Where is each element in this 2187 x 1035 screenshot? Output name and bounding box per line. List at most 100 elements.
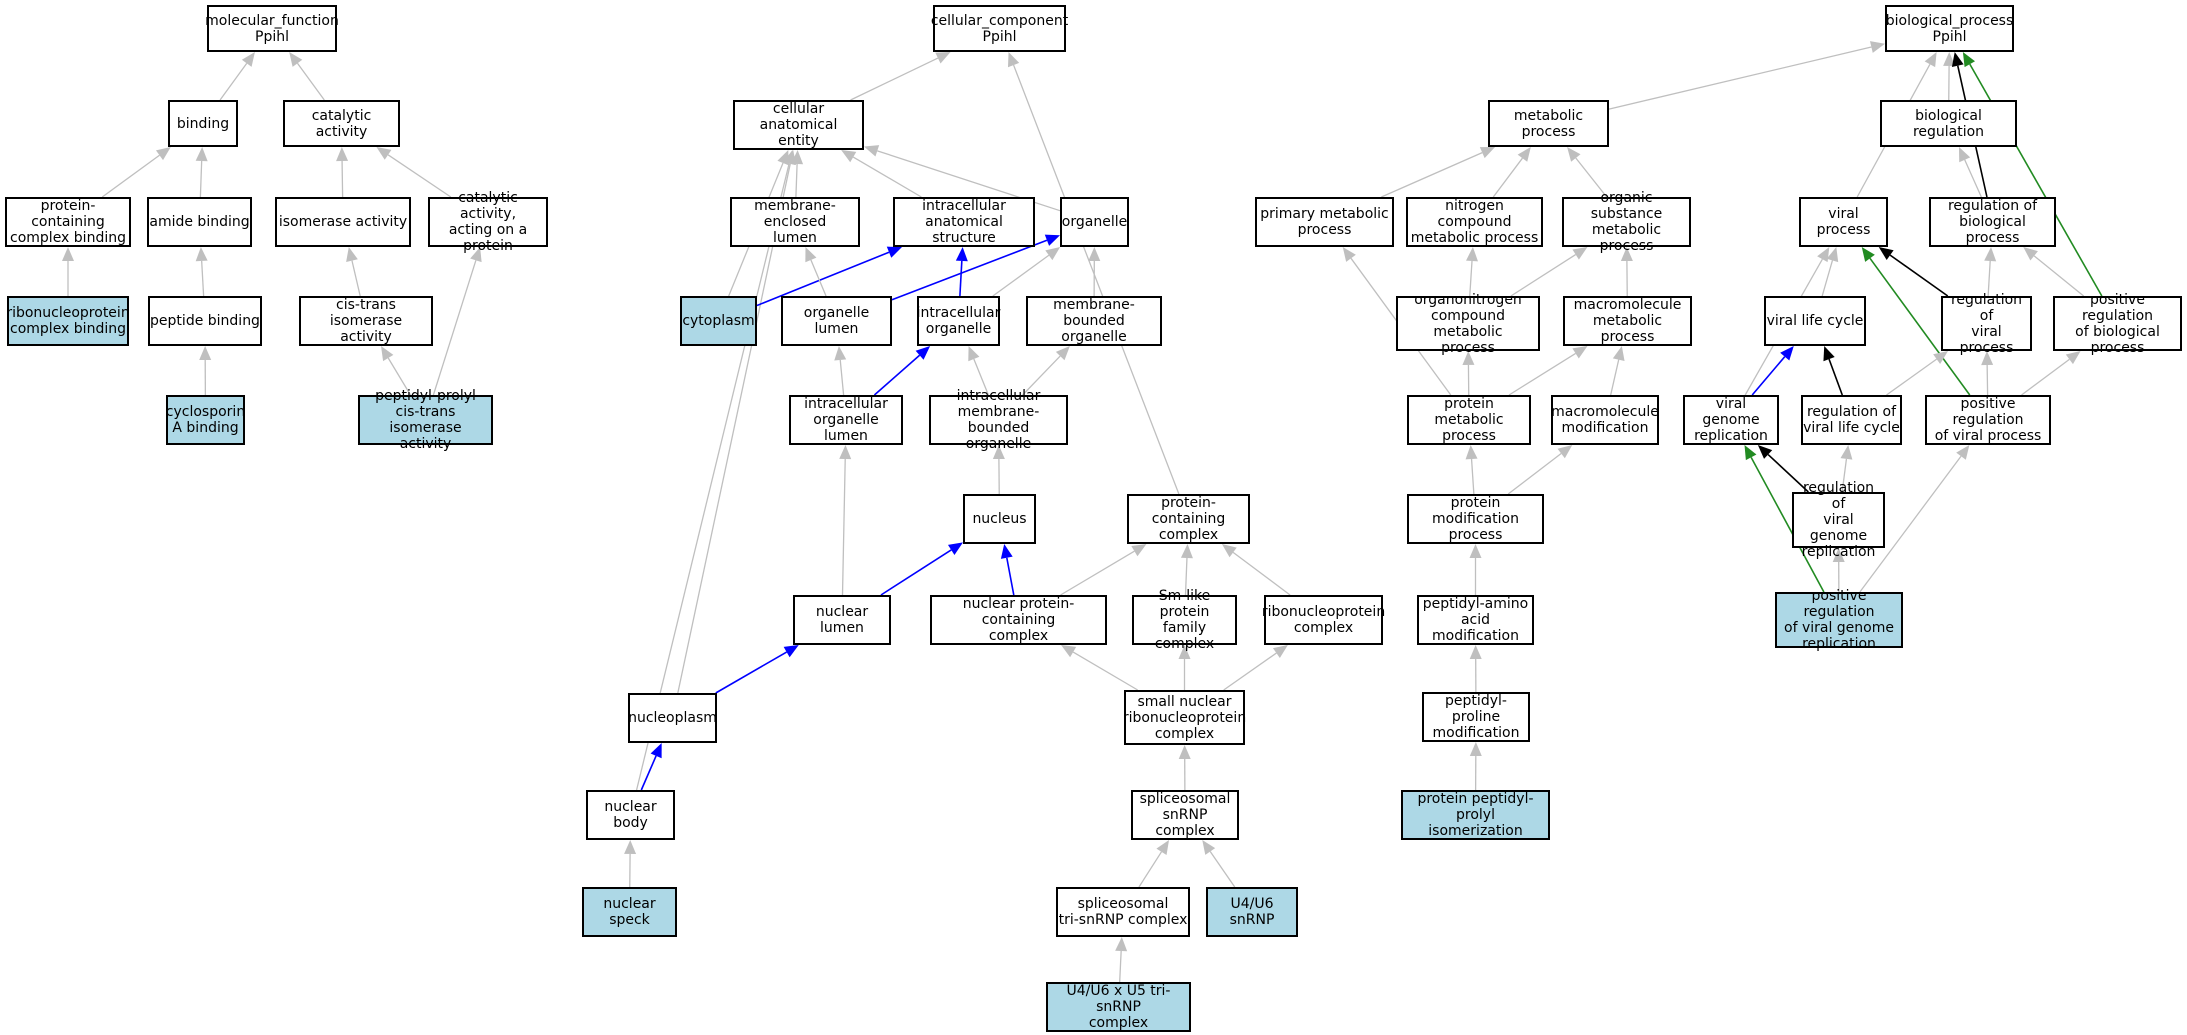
go-term-vgr[interactable]: viral genome replication <box>1683 395 1779 445</box>
go-term-orglumen[interactable]: organelle lumen <box>781 296 892 346</box>
go-term-cc[interactable]: cellular_component Ppihl <box>931 5 1068 52</box>
go-term-amide[interactable]: amide binding <box>147 197 252 247</box>
edge-regvgr-to-regvlc <box>1841 458 1848 493</box>
go-term-pcc[interactable]: protein-containing complex <box>1127 494 1250 544</box>
arrowhead-nbody-to-cae <box>783 150 795 166</box>
go-term-cistrans[interactable]: cis-trans isomerase activity <box>299 296 433 346</box>
edge-vgr-to-vlc <box>1751 356 1786 396</box>
go-term-splsnrnp[interactable]: spliceosomal snRNP complex <box>1131 790 1239 840</box>
go-term-cytoplasm[interactable]: cytoplasm <box>680 296 757 346</box>
go-term-cycA[interactable]: cyclosporin A binding <box>166 395 245 445</box>
go-term-ppm[interactable]: peptidyl-proline modification <box>1422 692 1530 742</box>
arrowhead-snrnp-to-rnpc <box>1272 645 1288 658</box>
edge-ppiase-to-cistrans <box>387 357 412 396</box>
arrowhead-metab-to-bp <box>1869 41 1885 53</box>
arrowhead-nucleus-to-imbo <box>992 445 1005 460</box>
go-term-orgsub[interactable]: organic substance metabolic process <box>1562 190 1691 254</box>
edge-cistrans-to-isomerase <box>351 260 361 297</box>
edge-cytoplasm-to-ias <box>756 251 890 307</box>
edge-snrnp-to-npcc <box>1072 651 1139 691</box>
go-term-paam[interactable]: peptidyl-amino acid modification <box>1417 595 1534 645</box>
edge-pcc-to-cc <box>1012 64 1180 495</box>
go-term-mbo[interactable]: membrane-bounded organelle <box>1026 296 1162 346</box>
edge-vlc-to-viral <box>1821 260 1834 297</box>
go-term-protmet[interactable]: protein metabolic process <box>1407 395 1531 445</box>
go-term-iol[interactable]: intracellular organelle lumen <box>789 395 903 445</box>
arrowhead-regvgr-to-vgr <box>1757 445 1773 459</box>
go-term-binding[interactable]: binding <box>168 100 238 147</box>
go-term-nucleus[interactable]: nucleus <box>963 494 1036 544</box>
go-term-regvgr[interactable]: regulation of viral genome replication <box>1792 480 1885 560</box>
edge-amide-to-binding <box>199 160 203 198</box>
edge-npcc-to-nucleus <box>1006 557 1015 596</box>
go-term-ppi[interactable]: protein peptidyl-prolyl isomerization <box>1401 790 1550 840</box>
edge-orgsub-to-metab <box>1575 157 1608 198</box>
go-term-rnpc[interactable]: ribonucleoprotein complex <box>1262 595 1385 645</box>
edge-rnpc-to-pcc <box>1232 551 1291 596</box>
edge-smlike-to-pcc <box>1184 557 1188 596</box>
arrowhead-macromod-to-macro <box>1612 346 1625 361</box>
go-term-snrnp[interactable]: small nuclear ribonucleoprotein complex <box>1123 690 1246 745</box>
go-term-peptbind[interactable]: peptide binding <box>148 296 262 346</box>
go-term-u4u6u5[interactable]: U4/U6 x U5 tri-snRNP complex <box>1046 982 1191 1032</box>
go-term-regbp[interactable]: regulation of biological process <box>1929 197 2056 247</box>
go-term-mf[interactable]: molecular_function Ppihl <box>205 5 339 52</box>
go-term-catprot[interactable]: catalytic activity, acting on a protein <box>428 190 548 254</box>
go-term-nlumen[interactable]: nuclear lumen <box>793 595 891 645</box>
go-term-tri[interactable]: spliceosomal tri-snRNP complex <box>1056 887 1190 937</box>
go-term-organelle[interactable]: organelle <box>1060 197 1129 247</box>
go-term-isomerase[interactable]: isomerase activity <box>275 197 411 247</box>
arrowhead-rnpc-to-pcc <box>1221 544 1237 558</box>
go-term-primary[interactable]: primary metabolic process <box>1255 197 1394 247</box>
arrowhead-pcbind-to-binding <box>155 147 171 161</box>
edge-regvlc-to-vlc <box>1828 358 1844 396</box>
go-term-mel[interactable]: membrane-enclosed lumen <box>730 197 860 247</box>
go-term-macromod[interactable]: macromolecule modification <box>1551 395 1659 445</box>
go-term-u4u6[interactable]: U4/U6 snRNP <box>1206 887 1298 937</box>
edge-intorg-to-ias <box>959 260 963 297</box>
go-term-ppiase[interactable]: peptidyl-prolyl cis-trans isomerase acti… <box>358 388 493 452</box>
go-term-posregvgr[interactable]: positive regulation of viral genome repl… <box>1775 588 1903 652</box>
go-term-regvp[interactable]: regulation of viral process <box>1941 292 2032 356</box>
arrowhead-ppi-to-ppm <box>1469 742 1482 757</box>
go-term-ias[interactable]: intracellular anatomical structure <box>893 197 1035 247</box>
arrowhead-cae-to-cc <box>935 52 951 64</box>
go-term-bp[interactable]: biological_process Ppihl <box>1885 5 2014 52</box>
edge-cae-to-cc <box>850 57 939 101</box>
arrowhead-orglumen-to-organelle <box>1044 234 1060 246</box>
go-term-nitrogen[interactable]: nitrogen compound metabolic process <box>1406 197 1543 247</box>
edge-isomerase-to-catact <box>341 160 344 198</box>
arrowhead-mbo-to-organelle <box>1088 247 1101 262</box>
arrowhead-nbody-to-nucleoplasm <box>650 743 662 759</box>
go-term-intorg[interactable]: intracellular organelle <box>917 296 1000 346</box>
edge-tri-to-splsnrnp <box>1138 851 1163 888</box>
go-term-smlike[interactable]: Sm-like protein family complex <box>1132 588 1237 652</box>
arrowhead-paam-to-protmod <box>1469 544 1482 558</box>
go-term-viral[interactable]: viral process <box>1799 197 1888 247</box>
go-term-organonit[interactable]: organonitrogen compound metabolic proces… <box>1396 292 1540 356</box>
edge-organonit-to-orgsub <box>1510 254 1577 297</box>
go-term-metab[interactable]: metabolic process <box>1488 100 1609 147</box>
arrowhead-orgsub-to-metab <box>1567 147 1581 162</box>
go-term-posregbp[interactable]: positive regulation of biological proces… <box>2053 292 2182 356</box>
arrowhead-vgr-to-viral <box>1817 247 1830 263</box>
go-term-nbody[interactable]: nuclear body <box>586 790 675 840</box>
go-term-rnpbind[interactable]: ribonucleoprotein complex binding <box>6 296 130 346</box>
go-term-bioreg[interactable]: biological regulation <box>1880 100 2017 147</box>
go-term-cae[interactable]: cellular anatomical entity <box>733 100 864 150</box>
go-term-npcc[interactable]: nuclear protein-containing complex <box>930 595 1107 645</box>
go-term-protmod[interactable]: protein modification process <box>1407 494 1544 544</box>
go-term-catact[interactable]: catalytic activity <box>283 100 400 147</box>
go-term-posregvp[interactable]: positive regulation of viral process <box>1925 395 2051 445</box>
edge-macromod-to-macro <box>1610 359 1620 396</box>
go-term-macro[interactable]: macromolecule metabolic process <box>1563 296 1692 346</box>
go-term-nucleoplasm[interactable]: nucleoplasm <box>628 693 717 743</box>
go-term-pcbind[interactable]: protein-containing complex binding <box>5 197 131 247</box>
go-term-vlc[interactable]: viral life cycle <box>1764 296 1866 346</box>
go-term-imbo[interactable]: intracellular membrane-bounded organelle <box>929 388 1068 452</box>
edge-posregvgr-to-posregvp <box>1859 455 1962 593</box>
go-term-nspeck[interactable]: nuclear speck <box>582 887 677 937</box>
edge-nbody-to-cae <box>635 163 790 791</box>
go-term-regvlc[interactable]: regulation of viral life cycle <box>1801 395 1902 445</box>
